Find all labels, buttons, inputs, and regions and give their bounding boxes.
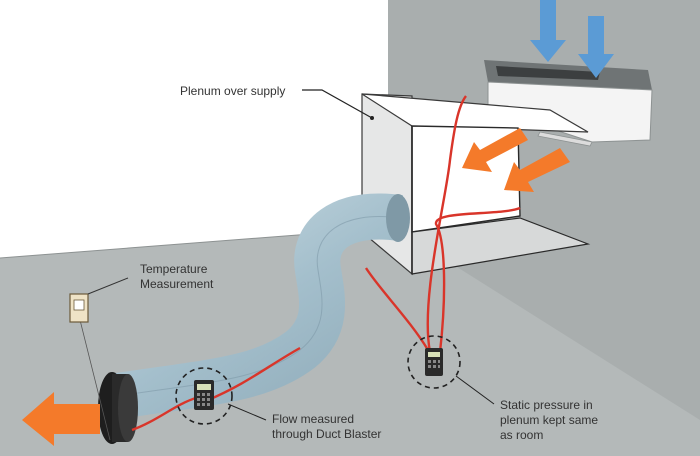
static-pressure-label: Static pressure in plenum kept same as r… (500, 398, 598, 443)
duct-blaster-fan (98, 372, 138, 444)
static-pressure-label-line-1: Static pressure in (500, 398, 593, 412)
thermometer-icon (69, 277, 129, 441)
static-pressure-label-line-3: as room (500, 428, 544, 442)
static-pressure-label-line-2: plenum kept same (500, 413, 599, 427)
flow-label-line-2: through Duct Blaster (272, 427, 382, 441)
temperature-label-line-2: Measurement (140, 277, 214, 291)
manometer-icon (175, 367, 267, 425)
flow-label: Flow measured through Duct Blaster (272, 412, 381, 442)
plenum-leader-line (302, 89, 373, 119)
supply-register (484, 60, 653, 147)
plenum-label: Plenum over supply (180, 84, 285, 99)
temperature-label: Temperature Measurement (140, 262, 213, 292)
supply-air-arrow-icon (530, 0, 614, 78)
exhaust-air-arrow-icon (462, 128, 570, 192)
left-wall (0, 0, 388, 258)
temperature-label-line-1: Temperature (140, 262, 208, 276)
manometer-icon (407, 335, 495, 405)
flow-label-line-1: Flow measured (272, 412, 355, 426)
plenum-label-text: Plenum over supply (180, 84, 286, 98)
exhaust-air-arrow-icon (22, 392, 100, 446)
pressure-tubes (131, 95, 521, 432)
